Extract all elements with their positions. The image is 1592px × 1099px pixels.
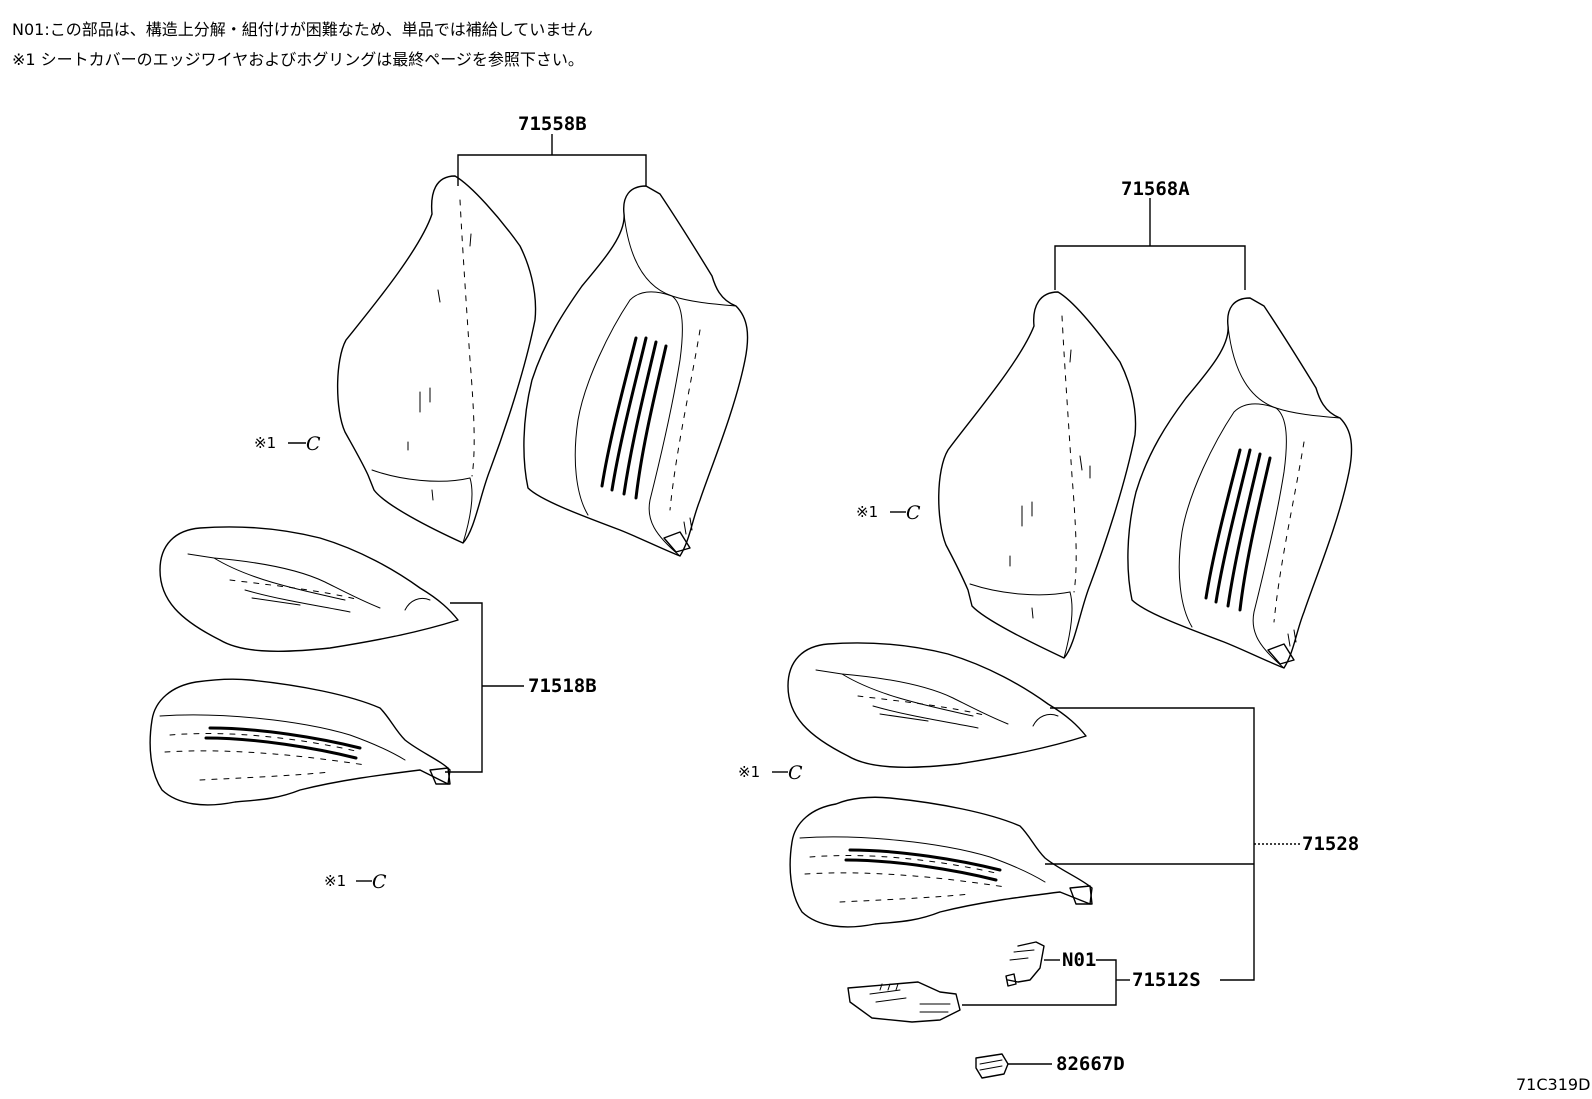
seat-heater-switch-clip[interactable] [975,1053,1009,1079]
svg-text:※1: ※1 [856,503,878,521]
leader-n01 [962,959,1130,1006]
seatback-cover-front-right[interactable] [1127,297,1353,669]
seat-heater-wire[interactable] [1005,941,1045,987]
seatback-cover-rear-left[interactable] [336,175,537,544]
svg-text:C: C [788,762,803,784]
seat-cushion-cover-right[interactable] [787,642,1087,768]
seat-cushion-pad-right[interactable] [789,796,1093,928]
svg-text:C: C [906,502,921,524]
part-label-71518b[interactable]: 71518B [528,675,597,697]
part-label-n01[interactable]: N01 [1062,949,1096,971]
part-label-71558b[interactable]: 71558B [518,113,587,135]
leader-71568a [1054,198,1246,290]
seatback-cover-front-left[interactable] [523,185,749,557]
leader-71528 [1045,707,1300,981]
part-label-82667d[interactable]: 82667D [1056,1053,1125,1075]
ref-marker-left-1: ※1 C [254,433,321,455]
svg-text:※1: ※1 [324,872,346,890]
svg-text:C: C [372,871,387,893]
seat-heater-module[interactable] [847,981,961,1023]
svg-text:※1: ※1 [254,434,276,452]
diagram-code: 71C319D [1516,1075,1590,1094]
seat-cushion-cover-left[interactable] [159,526,459,652]
ref-marker-right-1: ※1 C [856,502,921,524]
part-label-71512s[interactable]: 71512S [1132,969,1201,991]
note-n01: N01:この部品は、構造上分解・組付けが困難なため、単品では補給していません [12,20,593,39]
seatback-cover-rear-right[interactable] [938,291,1137,659]
ref-marker-left-2: ※1 C [324,871,387,893]
part-label-71568a[interactable]: 71568A [1121,178,1190,200]
note-ref1: ※1 シートカバーのエッジワイヤおよびホグリングは最終ページを参照下さい。 [12,50,584,69]
svg-text:※1: ※1 [738,763,760,781]
leader-71518b [445,602,524,773]
seat-cushion-pad-left[interactable] [149,678,451,806]
svg-text:C: C [306,433,321,455]
ref-marker-right-2: ※1 C [738,762,803,784]
part-label-71528[interactable]: 71528 [1302,833,1359,855]
leader-71558b [457,134,647,186]
